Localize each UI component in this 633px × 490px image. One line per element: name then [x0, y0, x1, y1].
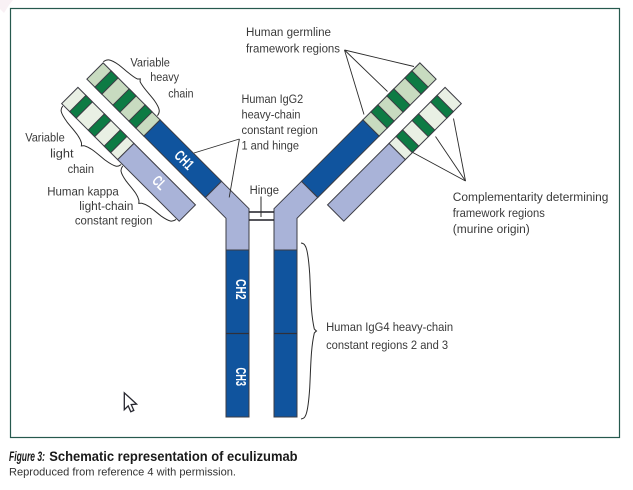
svg-text:1 and hinge: 1 and hinge: [242, 138, 300, 152]
svg-text:heavy: heavy: [150, 70, 180, 84]
svg-text:constant region: constant region: [242, 123, 318, 137]
svg-text:(murine origin): (murine origin): [453, 222, 530, 236]
svg-text:CH2: CH2: [232, 279, 249, 299]
svg-text:Human IgG2: Human IgG2: [242, 92, 304, 106]
svg-text:Hinge: Hinge: [250, 183, 280, 197]
svg-text:chain: chain: [68, 162, 94, 176]
svg-text:constant regions 2 and 3: constant regions 2 and 3: [326, 338, 448, 352]
svg-text:chain: chain: [168, 87, 193, 101]
svg-text:constant region: constant region: [75, 213, 152, 227]
svg-text:CH3: CH3: [232, 368, 249, 387]
svg-text:Variable: Variable: [25, 131, 65, 145]
svg-text:Schematic representation of ec: Schematic representation of eculizumab: [49, 449, 298, 465]
svg-text:framework regions: framework regions: [453, 206, 545, 220]
svg-text:Human germline: Human germline: [246, 25, 331, 39]
svg-text:light-chain: light-chain: [79, 199, 133, 213]
svg-text:framework regions: framework regions: [246, 42, 340, 56]
svg-text:Complementarity determining: Complementarity determining: [453, 190, 609, 204]
svg-text:light: light: [50, 147, 74, 161]
svg-text:heavy-chain: heavy-chain: [242, 107, 301, 121]
svg-text:Human kappa: Human kappa: [47, 185, 119, 199]
svg-text:Figure 3:: Figure 3:: [9, 449, 45, 465]
svg-text:Human IgG4 heavy-chain: Human IgG4 heavy-chain: [326, 320, 453, 334]
svg-text:Reproduced from reference 4 wi: Reproduced from reference 4 with permiss…: [9, 467, 236, 479]
svg-text:Variable: Variable: [130, 56, 170, 70]
